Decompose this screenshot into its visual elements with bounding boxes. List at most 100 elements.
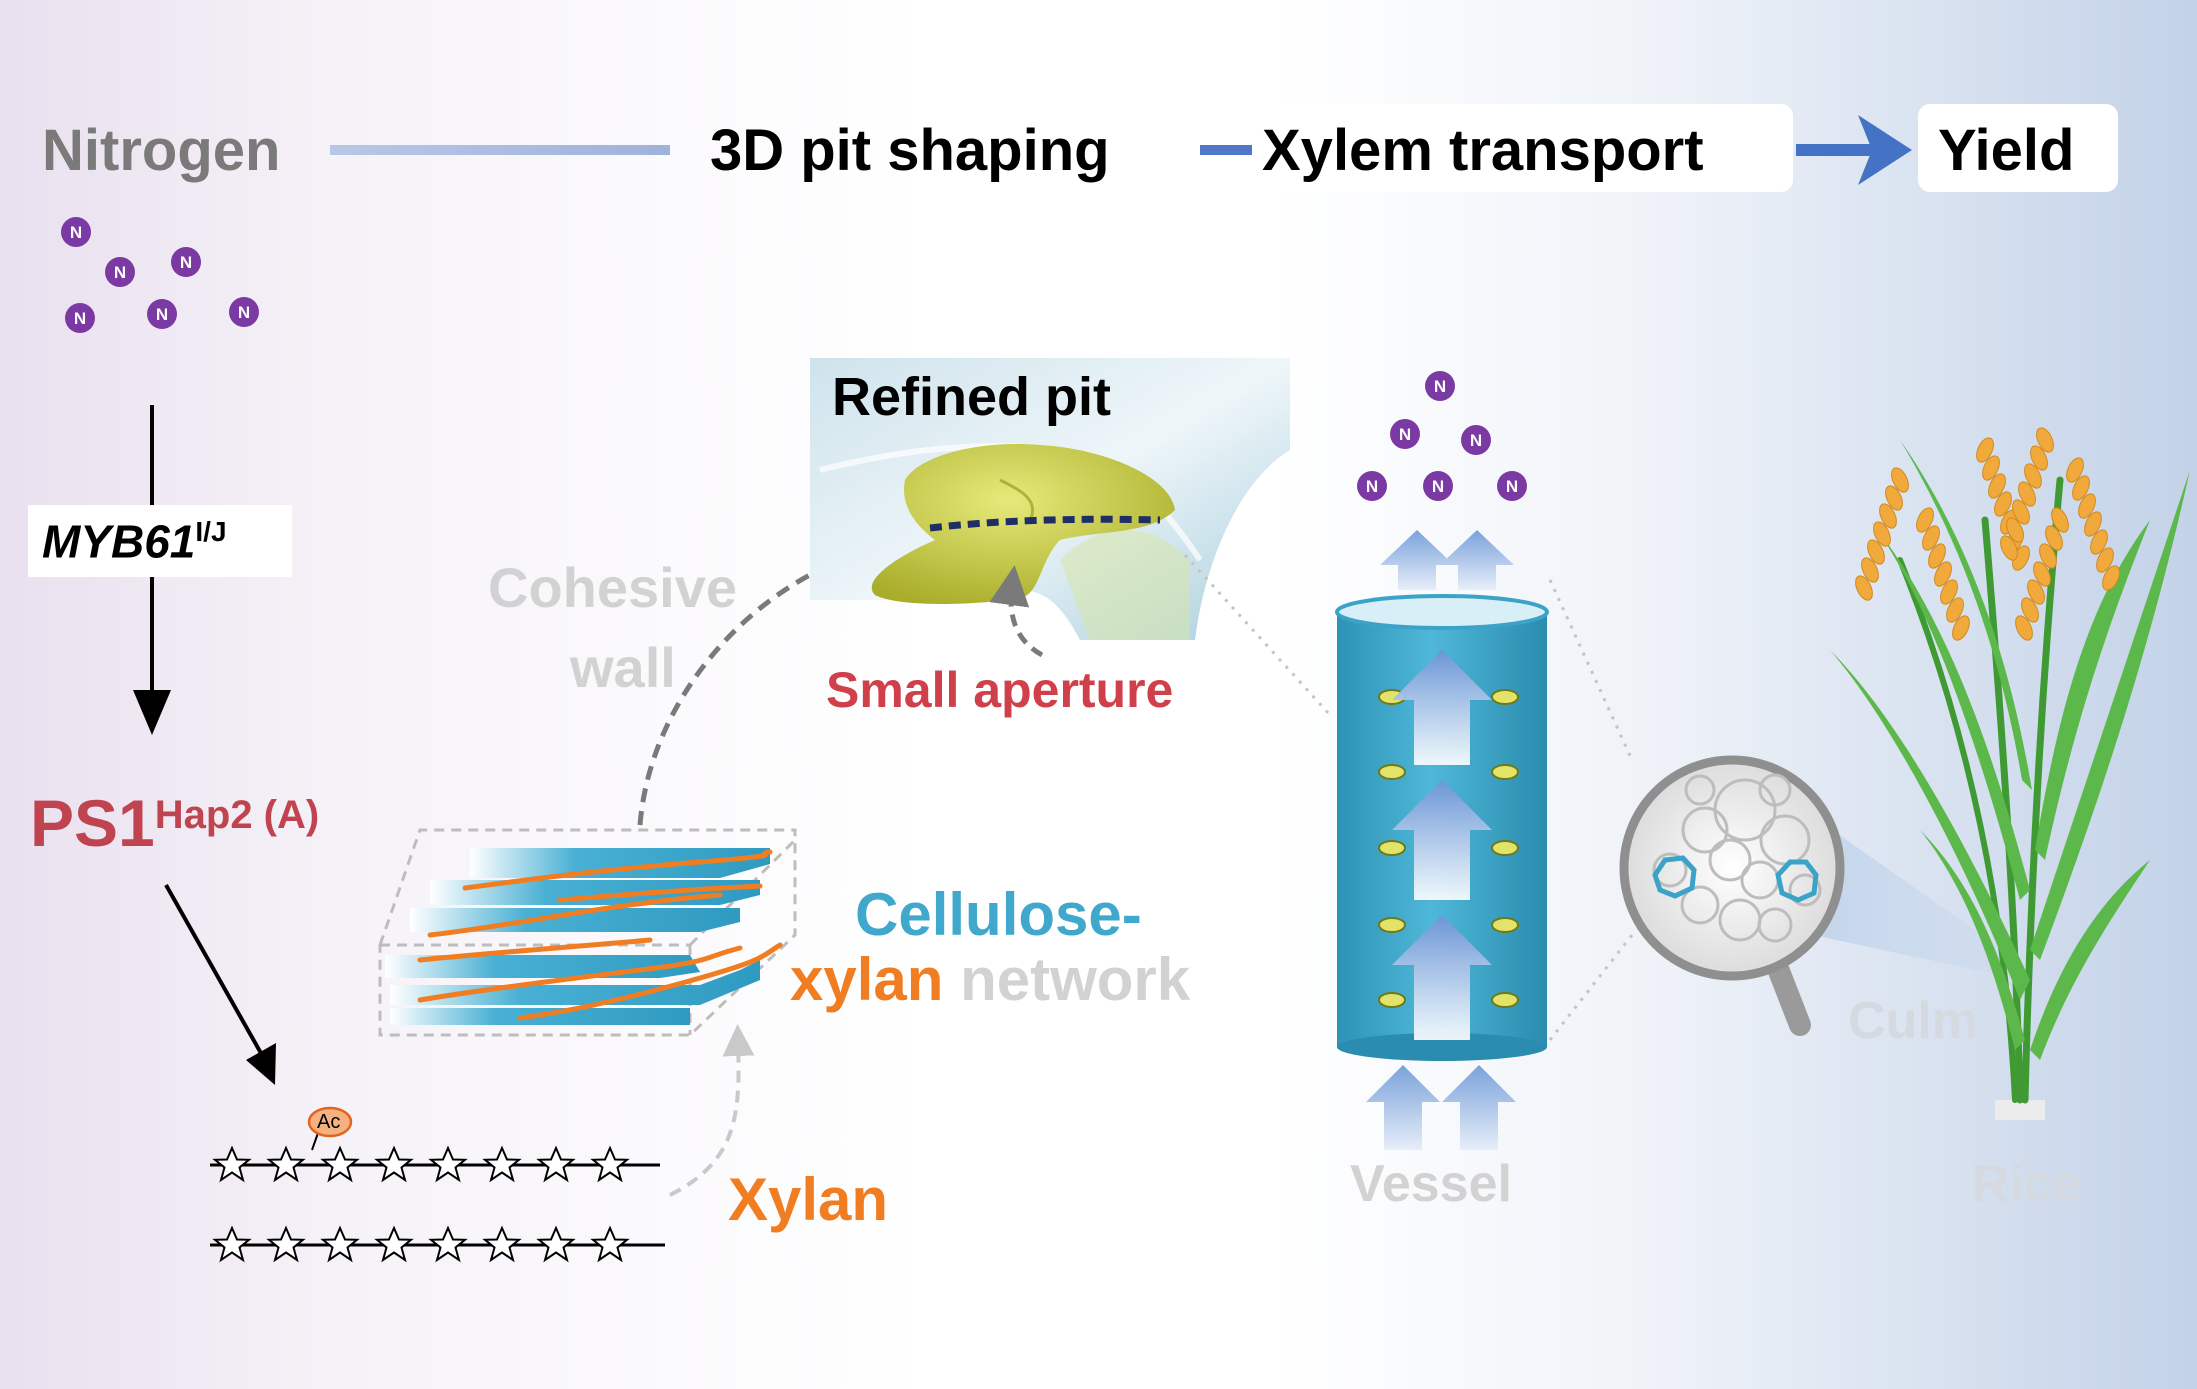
nitrogen-symbol: N [180,253,192,272]
rice-grain-icon [1922,525,1940,551]
nitrogen-symbol: N [1434,377,1446,396]
nitrogen-molecule-icon: N [1497,471,1527,501]
rice-grain-icon [1982,455,2000,481]
rice-grain-icon [2039,543,2057,569]
rice-grain-icon [2102,565,2120,591]
rice-grain-icon [1861,557,1879,583]
cohesive-wall-label-line1: Cohesive [488,556,737,619]
rice-grain-icon [2090,529,2108,555]
xylose-star-icon [322,1227,358,1261]
rice-grain-icon [1891,467,1909,493]
ps1-haplotype: Hap2 (A) [154,792,320,837]
rice-grain-icon [2072,475,2090,501]
nitrogen-symbol: N [1399,425,1411,444]
nitrogen-symbol: N [1506,477,1518,496]
rice-grain-icon [2006,517,2024,543]
vessel-flow-arrows [1366,530,1516,1150]
yield-box [1918,104,2118,192]
zoom-connector-lines [1183,553,1634,1041]
nitrogen-symbol: N [1470,431,1482,450]
small-aperture-label: Small aperture [826,662,1174,718]
vessel-pit-icon [1491,992,1519,1008]
vessel-pit-icon [1491,689,1519,705]
nitrogen-molecule-icon: N [229,297,259,327]
rice-plant [1830,427,2190,1120]
rice-grain-icon [2084,511,2102,537]
nitrogen-symbol: N [1432,477,1444,496]
rice-grain-icon [1940,579,1958,605]
rice-grain-icon [1928,543,1946,569]
nitrogen-symbol: N [114,263,126,282]
pit-shaping-label: 3D pit shaping [710,118,1110,183]
cellulose-label: Cellulose- [855,881,1142,948]
rice-grain-icon [2030,445,2048,471]
xylose-star-icon [484,1147,520,1181]
nitrogen-molecule-icon: N [1357,471,1387,501]
vessel-pit-icon [1378,917,1406,933]
rice-grain-icon [1988,473,2006,499]
myb61-gene-box [28,505,292,577]
vessel-pit-icon [1378,992,1406,1008]
ps1-protein-label: PS1Hap2 (A) [30,790,319,856]
network-label: xylan network [790,950,1190,1010]
xylose-star-icon [538,1227,574,1261]
rice-grain-icon [2033,561,2051,587]
rice-grain-icon [2000,535,2018,561]
xylose-star-icon [538,1147,574,1181]
ps1-protein-name: PS1 [30,786,155,860]
nitrogen-symbol: N [156,305,168,324]
refined-pit-panel [810,358,1290,640]
xylose-star-icon [214,1147,250,1181]
rice-grain-icon [2036,427,2054,453]
rice-grain-icon [1885,485,1903,511]
rice-grain-icon [2021,597,2039,623]
xylose-star-icon [484,1227,520,1261]
nitrogen-molecule-icon: N [1423,471,1453,501]
rice-grain-icon [2096,547,2114,573]
rice-grain-icon [2015,615,2033,641]
nitrogen-symbol: N [74,309,86,328]
yield-arrow [1796,115,1912,185]
nitrogen-molecule-icon: N [1425,371,1455,401]
rice-grain-icon [1855,575,1873,601]
rice-grain-icon [1867,539,1885,565]
xylose-star-icon [322,1147,358,1181]
xylan-label: Xylan [728,1166,889,1233]
cohesive-wall-arrow [637,530,905,826]
rice-label: Rice [1972,1155,2082,1213]
nitrogen-molecule-icon: N [1390,419,1420,449]
nitrogen-symbol: N [1366,477,1378,496]
vessel-pit-icon [1491,840,1519,856]
xylose-star-icon [376,1227,412,1261]
rice-grain-icon [2066,457,2084,483]
xylem-transport-box [1258,104,1793,192]
vessel-pit-icon [1378,764,1406,780]
nitrogen-molecule-icon: N [105,257,135,287]
xylose-star-icon [268,1147,304,1181]
rice-grain-icon [1916,507,1934,533]
myb61-gene-label: MYB61I/J [42,518,227,565]
acetyl-group [307,1106,353,1151]
rice-grain-icon [2078,493,2096,519]
network-word: network [960,946,1191,1013]
xylose-star-icon [214,1227,250,1261]
rice-grain-icon [1994,491,2012,517]
nitrogen-molecule-icon: N [65,303,95,333]
nitrogen-symbol: N [238,303,250,322]
cellulose-xylan-network [378,828,797,1037]
vessel-pit-icon [1378,840,1406,856]
nitrogen-molecules: N N N N N N N N N N N N [61,217,1527,501]
vessel-pit-icon [1491,917,1519,933]
rice-grain-icon [2051,507,2069,533]
nitrogen-connector-line [330,145,670,155]
xylose-star-icon [268,1227,304,1261]
vessel-pits [1378,689,1519,1008]
nitrogen-molecule-icon: N [147,299,177,329]
rice-grain-icon [1976,437,1994,463]
nitrogen-symbol: N [70,223,82,242]
pit-to-xylem-connector [1200,145,1252,155]
nitrogen-molecule-icon: N [61,217,91,247]
cohesive-wall-label-line2: wall [570,636,676,699]
xylose-star-icon [430,1147,466,1181]
